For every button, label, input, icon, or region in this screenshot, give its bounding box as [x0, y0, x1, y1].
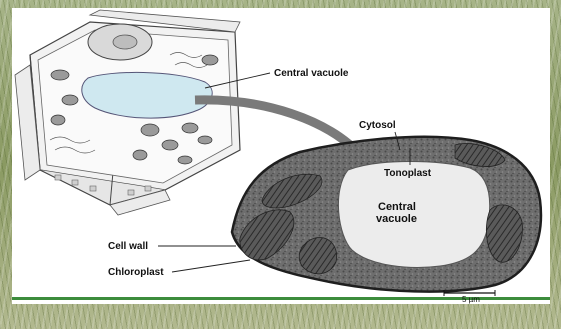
label-central-vacuole-line1: Central: [378, 201, 416, 213]
cell-schematic: [15, 10, 240, 215]
label-scale-bar: 5 µm: [462, 295, 480, 304]
central-vacuole-shape: [82, 72, 212, 118]
label-tonoplast: Tonoplast: [384, 168, 432, 179]
chloroplast-leader: [172, 260, 250, 272]
label-chloroplast: Chloroplast: [108, 267, 164, 278]
label-cell-wall: Cell wall: [108, 241, 148, 252]
label-central-vacuole-line2: vacuole: [376, 213, 417, 225]
label-cytosol: Cytosol: [359, 120, 396, 131]
label-central-vacuole: Central vacuole: [274, 68, 349, 79]
